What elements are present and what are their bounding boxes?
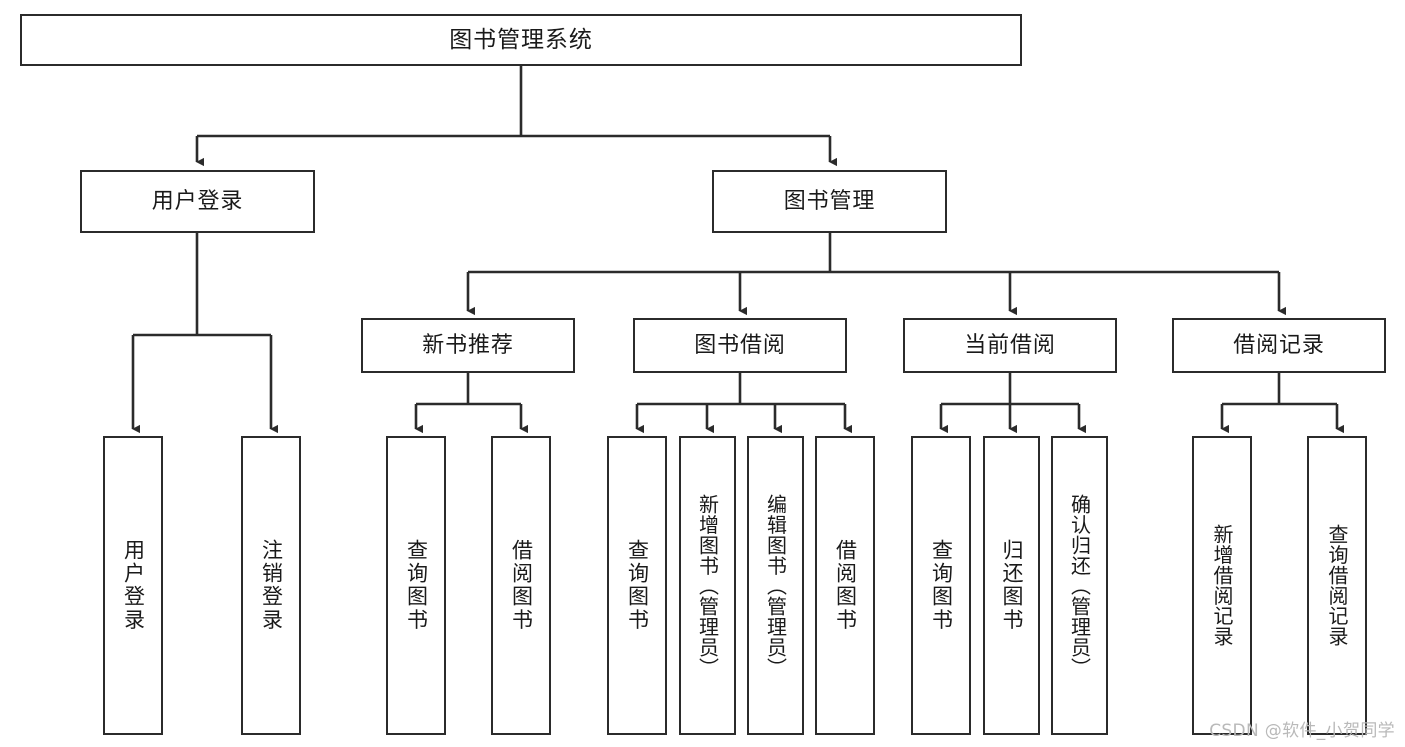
node-label: 借阅记录 <box>1233 332 1325 358</box>
node-label: 查询图书 <box>625 539 650 632</box>
node-label: 图书管理系统 <box>449 26 593 53</box>
node-label: 新增图书（管理员） <box>695 493 720 678</box>
leaf-edit-book-admin[interactable]: 编辑图书（管理员） <box>747 436 804 735</box>
node-label: 图书管理 <box>783 188 876 214</box>
leaf-borrow-book[interactable]: 借阅图书 <box>815 436 875 735</box>
leaf-confirm-return-admin[interactable]: 确认归还（管理员） <box>1051 436 1108 735</box>
node-label: 用户登录 <box>121 539 146 632</box>
node-label: 查询借阅记录 <box>1325 524 1349 647</box>
leaf-query-book-current[interactable]: 查询图书 <box>911 436 971 735</box>
node-label: 借阅图书 <box>833 539 858 632</box>
node-label: 用户登录 <box>151 188 244 214</box>
node-label: 查询图书 <box>929 539 954 632</box>
node-label: 查询图书 <box>404 539 429 632</box>
node-root-book-management-system[interactable]: 图书管理系统 <box>20 14 1022 66</box>
node-label: 新书推荐 <box>422 332 514 358</box>
node-label: 借阅图书 <box>509 539 534 632</box>
node-label: 确认归还（管理员） <box>1067 493 1092 678</box>
node-label: 归还图书 <box>1000 539 1024 632</box>
leaf-add-borrow-record[interactable]: 新增借阅记录 <box>1192 436 1252 735</box>
node-label: 编辑图书（管理员） <box>763 493 788 678</box>
node-label: 新增借阅记录 <box>1210 524 1234 647</box>
csdn-watermark: CSDN @软件_小贺同学 <box>1209 721 1395 741</box>
leaf-return-book[interactable]: 归还图书 <box>983 436 1040 735</box>
node-book-management[interactable]: 图书管理 <box>712 170 947 233</box>
leaf-query-borrow-record[interactable]: 查询借阅记录 <box>1307 436 1367 735</box>
node-current-borrow[interactable]: 当前借阅 <box>903 318 1117 373</box>
leaf-add-book-admin[interactable]: 新增图书（管理员） <box>679 436 736 735</box>
leaf-user-logout[interactable]: 注销登录 <box>241 436 301 735</box>
node-new-book-recommend[interactable]: 新书推荐 <box>361 318 575 373</box>
node-borrow-record[interactable]: 借阅记录 <box>1172 318 1386 373</box>
leaf-query-book-recommend[interactable]: 查询图书 <box>386 436 446 735</box>
node-user-login[interactable]: 用户登录 <box>80 170 315 233</box>
node-book-borrow[interactable]: 图书借阅 <box>633 318 847 373</box>
leaf-user-login[interactable]: 用户登录 <box>103 436 163 735</box>
node-label: 图书借阅 <box>694 332 786 358</box>
node-label: 注销登录 <box>259 539 284 632</box>
leaf-query-book-borrow[interactable]: 查询图书 <box>607 436 667 735</box>
leaf-borrow-book-recommend[interactable]: 借阅图书 <box>491 436 551 735</box>
node-label: 当前借阅 <box>964 332 1056 358</box>
